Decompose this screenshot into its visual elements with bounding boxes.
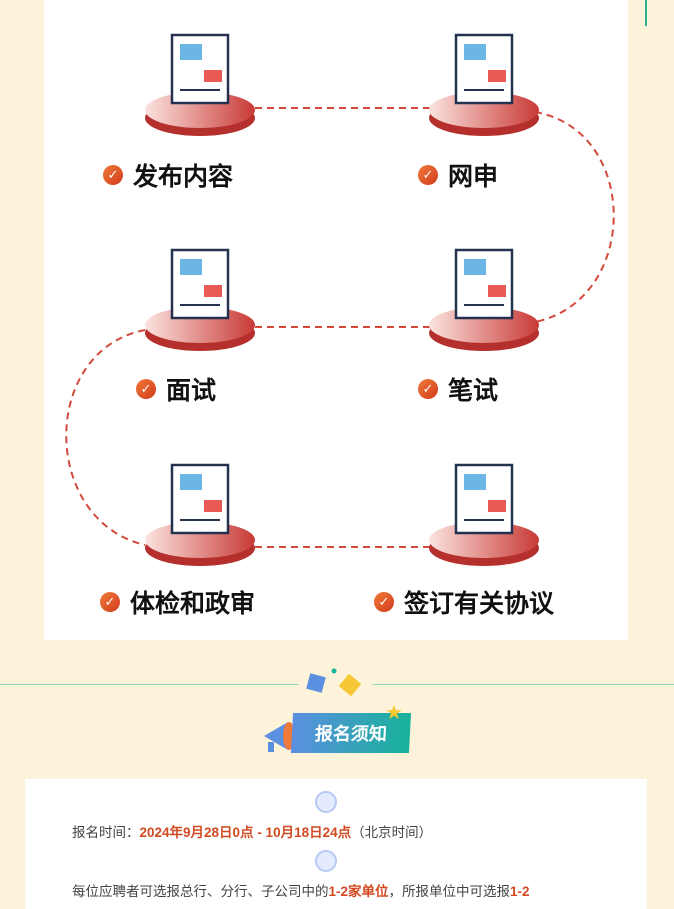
job-document-icon [429, 248, 539, 351]
step-label: 笔试 [448, 376, 499, 405]
notice-card: 报名时间：2024年9月28日0点 - 10月18日24点（北京时间） 每位应聘… [25, 779, 647, 909]
clipboard-check-icon [145, 463, 255, 566]
step-label: 网申 [448, 162, 499, 191]
check-icon: ✓ [418, 165, 438, 185]
time-note: （北京时间） [351, 825, 433, 840]
check-icon: ✓ [374, 592, 394, 612]
buildings-icon [145, 33, 255, 136]
check-icon: ✓ [103, 165, 123, 185]
registration-time: 报名时间：2024年9月28日0点 - 10月18日24点（北京时间） [72, 821, 432, 841]
step-label: 签订有关协议 [404, 589, 555, 618]
time-label: 报名时间： [72, 825, 140, 840]
star-icon: ★ [385, 702, 403, 724]
step-4: ✓ 笔试 [418, 371, 498, 407]
sign-contract-icon [429, 463, 539, 566]
rule-text: 每位应聘者可选报总行、分行、子公司中的 [72, 884, 329, 899]
step-1: ✓ 发布内容 [103, 157, 233, 193]
puzzle-icon [306, 668, 362, 697]
step-label: 发布内容 [133, 162, 234, 191]
bubble-icon [315, 850, 337, 872]
time-value: 2024年9月28日0点 - 10月18日24点 [139, 825, 352, 840]
rule-text: ，所报单位中可选报 [388, 884, 511, 899]
application-rule: 每位应聘者可选报总行、分行、子公司中的1-2家单位，所报单位中可选报1-2 [72, 880, 530, 900]
decor-line [645, 0, 647, 26]
step-3: ✓ 面试 [136, 371, 216, 407]
check-icon: ✓ [100, 592, 120, 612]
bubble-icon [315, 791, 337, 813]
rule-highlight: 1-2家单位 [328, 884, 389, 899]
process-flow [65, 33, 615, 566]
online-application-icon [429, 33, 539, 136]
rule-highlight: 1-2 [510, 884, 530, 899]
flow-connector [65, 107, 615, 548]
divider-right [372, 684, 674, 685]
divider-left [0, 684, 298, 685]
check-icon: ✓ [136, 379, 156, 399]
step-label: 面试 [166, 376, 217, 405]
step-2: ✓ 网申 [418, 157, 498, 193]
step-label: 体检和政审 [130, 589, 256, 618]
check-icon: ✓ [418, 379, 438, 399]
step-5: ✓ 体检和政审 [100, 584, 255, 620]
interview-magnifier-icon [145, 248, 255, 351]
step-6: ✓ 签订有关协议 [374, 584, 554, 620]
